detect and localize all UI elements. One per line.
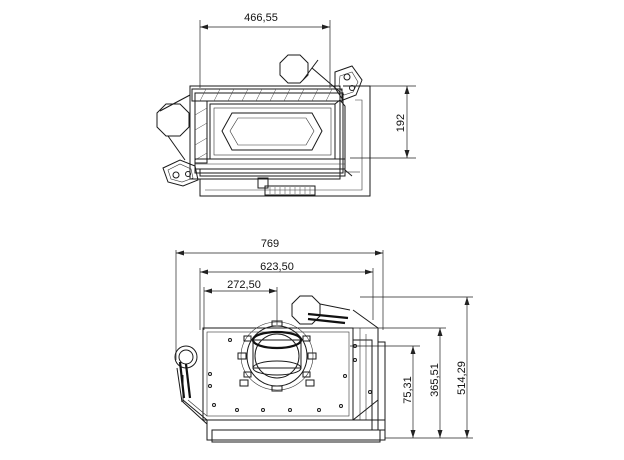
plan-pipe-octagon-left bbox=[156, 103, 190, 137]
dim-label-272: 272,50 bbox=[227, 279, 261, 291]
plan-outer-housing bbox=[189, 85, 341, 180]
dim-top-width: 466,55 bbox=[199, 12, 331, 88]
dim-top-depth: 192 bbox=[350, 85, 416, 159]
front-octagon-right bbox=[291, 295, 321, 325]
dim-height-514: 514,29 bbox=[360, 296, 473, 439]
front-left-fitting bbox=[174, 345, 198, 403]
dim-label-365: 365,51 bbox=[429, 363, 441, 397]
plan-view: 466,55 192 bbox=[156, 12, 416, 197]
dim-label-623: 623,50 bbox=[260, 261, 294, 273]
dim-mid-width: 623,50 bbox=[199, 261, 374, 330]
dim-height-75: 75,31 bbox=[350, 345, 420, 439]
plan-pipe-octagon-right bbox=[279, 54, 309, 84]
dim-label-769: 769 bbox=[261, 238, 279, 250]
plan-rear-outline bbox=[199, 85, 371, 197]
plan-bracket-left bbox=[162, 159, 199, 187]
dim-label-514: 514,29 bbox=[456, 361, 468, 395]
flue-collar bbox=[237, 320, 317, 392]
plan-hex-panel bbox=[221, 112, 323, 151]
plan-bottom-grill bbox=[264, 185, 316, 196]
dim-height-365: 365,51 bbox=[353, 327, 446, 439]
plan-top-hatch bbox=[199, 88, 333, 102]
front-view: 769 623,50 272,50 75,31 bbox=[174, 238, 473, 443]
dim-label-75: 75,31 bbox=[402, 376, 414, 404]
dim-label-466: 466,55 bbox=[244, 12, 278, 24]
front-body bbox=[202, 327, 354, 421]
plan-firebox bbox=[209, 103, 336, 160]
plan-bracket-right bbox=[334, 65, 363, 101]
dim-label-192: 192 bbox=[395, 114, 407, 132]
dim-overall-width: 769 bbox=[175, 238, 384, 360]
dim-half-width: 272,50 bbox=[203, 279, 278, 330]
